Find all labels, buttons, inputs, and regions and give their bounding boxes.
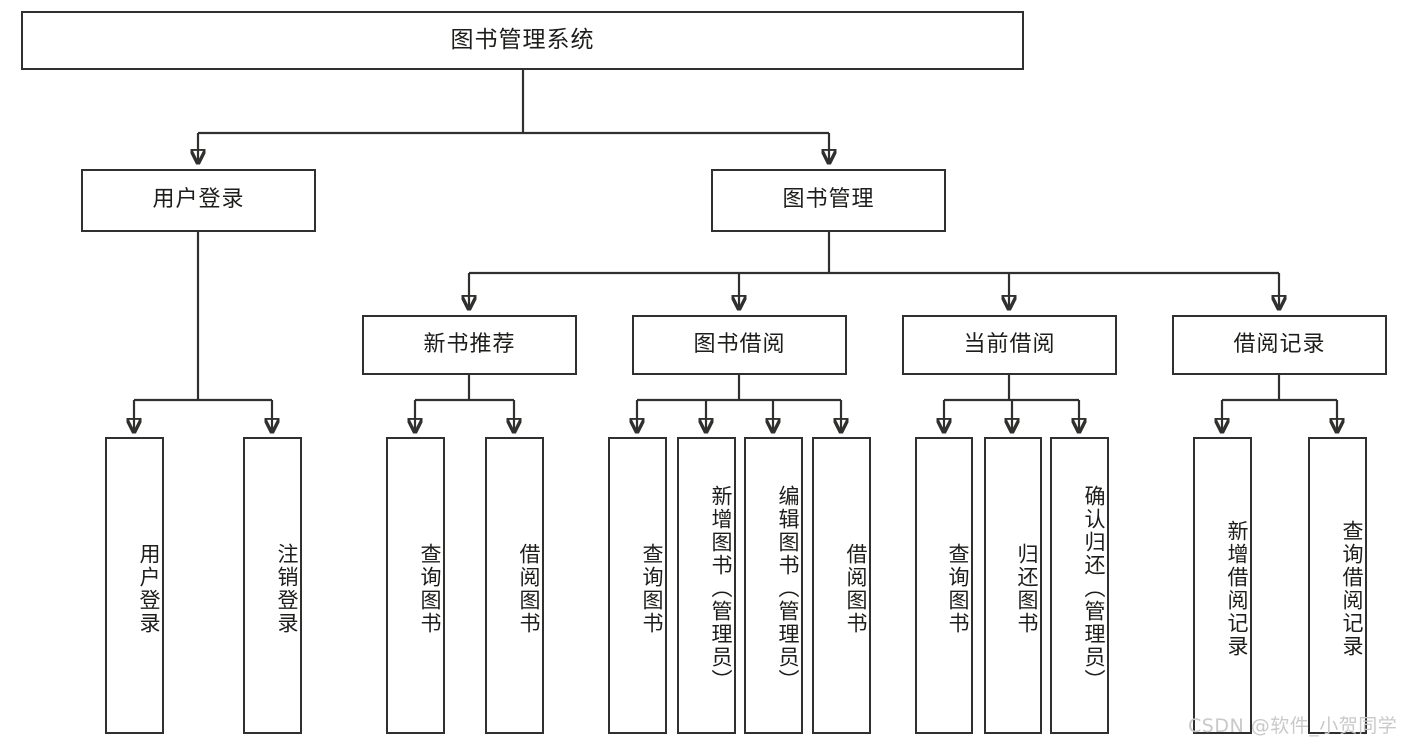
node-label: 图书借阅	[693, 331, 786, 357]
node-label: 用户登录	[137, 542, 161, 635]
node-label: 新增借阅记录	[1225, 519, 1249, 658]
node-label: 借阅图书	[844, 542, 868, 635]
node-user-login[interactable]: 用户登录	[81, 169, 316, 232]
node-label: 查询图书	[946, 542, 970, 635]
node-current-borrow[interactable]: 当前借阅	[902, 315, 1117, 375]
leaf-confirm-return[interactable]: 确认归还（管理员）	[1050, 437, 1109, 734]
leaf-logout[interactable]: 注销登录	[243, 437, 302, 734]
node-book-borrow[interactable]: 图书借阅	[632, 315, 847, 375]
node-label: 归还图书	[1015, 542, 1039, 635]
leaf-add-book[interactable]: 新增图书（管理员）	[677, 437, 736, 734]
node-label: 借阅图书	[517, 542, 541, 635]
node-label: 查询借阅记录	[1340, 519, 1364, 658]
node-book-management[interactable]: 图书管理	[711, 169, 946, 232]
leaf-edit-book[interactable]: 编辑图书（管理员）	[744, 437, 803, 734]
leaf-query-book-current[interactable]: 查询图书	[915, 437, 973, 734]
node-label: 图书管理	[782, 187, 875, 213]
node-label: 查询图书	[418, 542, 442, 635]
node-label: 借阅记录	[1233, 331, 1326, 357]
leaf-query-book-borrow[interactable]: 查询图书	[608, 437, 667, 734]
leaf-borrow-book[interactable]: 借阅图书	[812, 437, 871, 734]
node-label: 查询图书	[640, 542, 664, 635]
node-label: 新增图书（管理员）	[709, 485, 733, 692]
node-label: 新书推荐	[423, 331, 516, 357]
leaf-add-borrow-record[interactable]: 新增借阅记录	[1193, 437, 1252, 734]
node-borrow-record[interactable]: 借阅记录	[1172, 315, 1387, 375]
node-root-book-management-system[interactable]: 图书管理系统	[21, 11, 1024, 70]
leaf-user-login[interactable]: 用户登录	[105, 437, 164, 734]
node-label: 编辑图书（管理员）	[776, 485, 800, 692]
leaf-query-book-recommend[interactable]: 查询图书	[386, 437, 445, 734]
csdn-watermark: CSDN @软件_小贺同学	[1188, 715, 1398, 737]
node-label: 确认归还（管理员）	[1082, 485, 1106, 692]
node-label: 用户登录	[152, 187, 245, 213]
node-label: 图书管理系统	[450, 26, 595, 53]
node-new-book-recommend[interactable]: 新书推荐	[362, 315, 577, 375]
leaf-query-borrow-record[interactable]: 查询借阅记录	[1308, 437, 1367, 734]
leaf-return-book[interactable]: 归还图书	[984, 437, 1042, 734]
node-label: 注销登录	[275, 542, 299, 635]
leaf-borrow-book-recommend[interactable]: 借阅图书	[485, 437, 544, 734]
node-label: 当前借阅	[963, 331, 1056, 357]
